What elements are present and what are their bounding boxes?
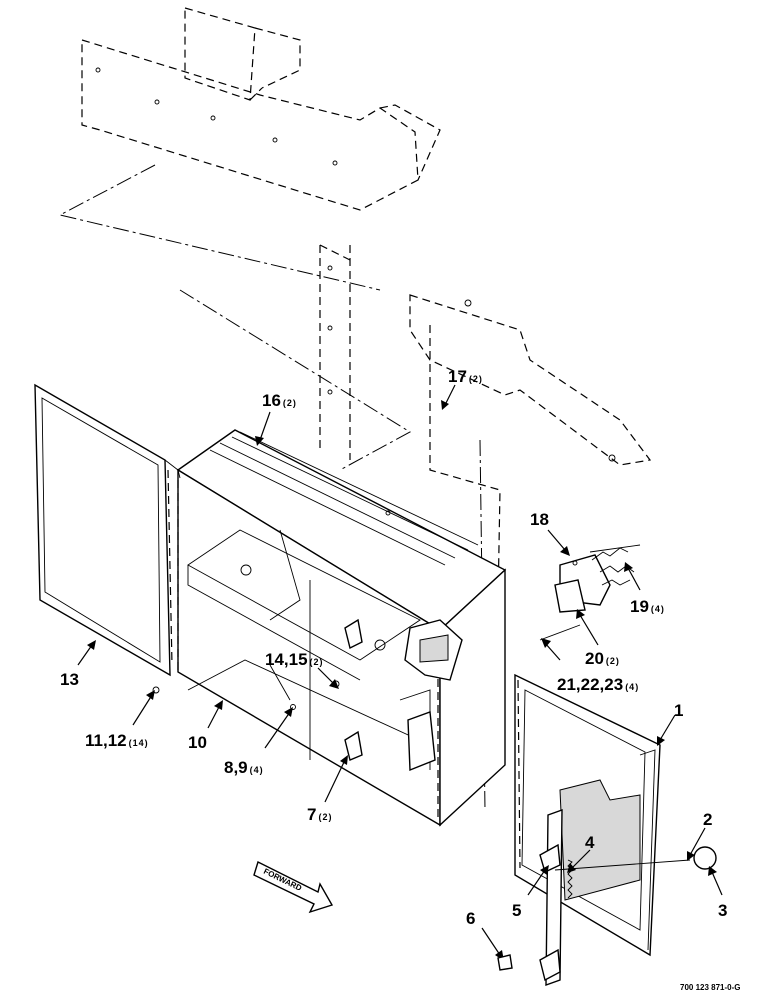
callout-17: 17(2) [448, 367, 483, 386]
callout-21-22-23: 21,22,23(4) [557, 675, 639, 694]
storage-box [176, 429, 507, 827]
callout-4: 4 [585, 833, 595, 852]
callout-19: 19(4) [630, 597, 665, 616]
callout-16: 16(2) [262, 391, 297, 410]
callout-5: 5 [512, 901, 521, 920]
callout-20: 20(2) [585, 649, 620, 668]
callout-labels: 16(2) 17(2) 18 19(4) 20(2) 21,22,23(4) 1… [60, 367, 727, 928]
left-door-panel [34, 383, 181, 677]
callout-13: 13 [60, 670, 79, 689]
forward-arrow: FORWARD [253, 861, 334, 914]
drawing-part-number: 700 123 871-0-G [680, 983, 741, 992]
callout-7: 7(2) [307, 805, 332, 824]
callout-11-12: 11,12(14) [85, 731, 149, 750]
callout-14-15: 14,15(2) [265, 650, 324, 669]
bracket-assembly [539, 544, 641, 641]
callout-18: 18 [530, 510, 549, 529]
phantom-mounting-frame [58, 7, 652, 811]
callout-leaders [77, 384, 723, 971]
callout-8-9: 8,9(4) [224, 758, 264, 777]
callout-10: 10 [188, 733, 207, 752]
callout-2: 2 [703, 810, 712, 829]
callout-1: 1 [674, 701, 683, 720]
callout-3: 3 [718, 901, 727, 920]
callout-6: 6 [466, 909, 475, 928]
right-door-panel [514, 673, 717, 986]
